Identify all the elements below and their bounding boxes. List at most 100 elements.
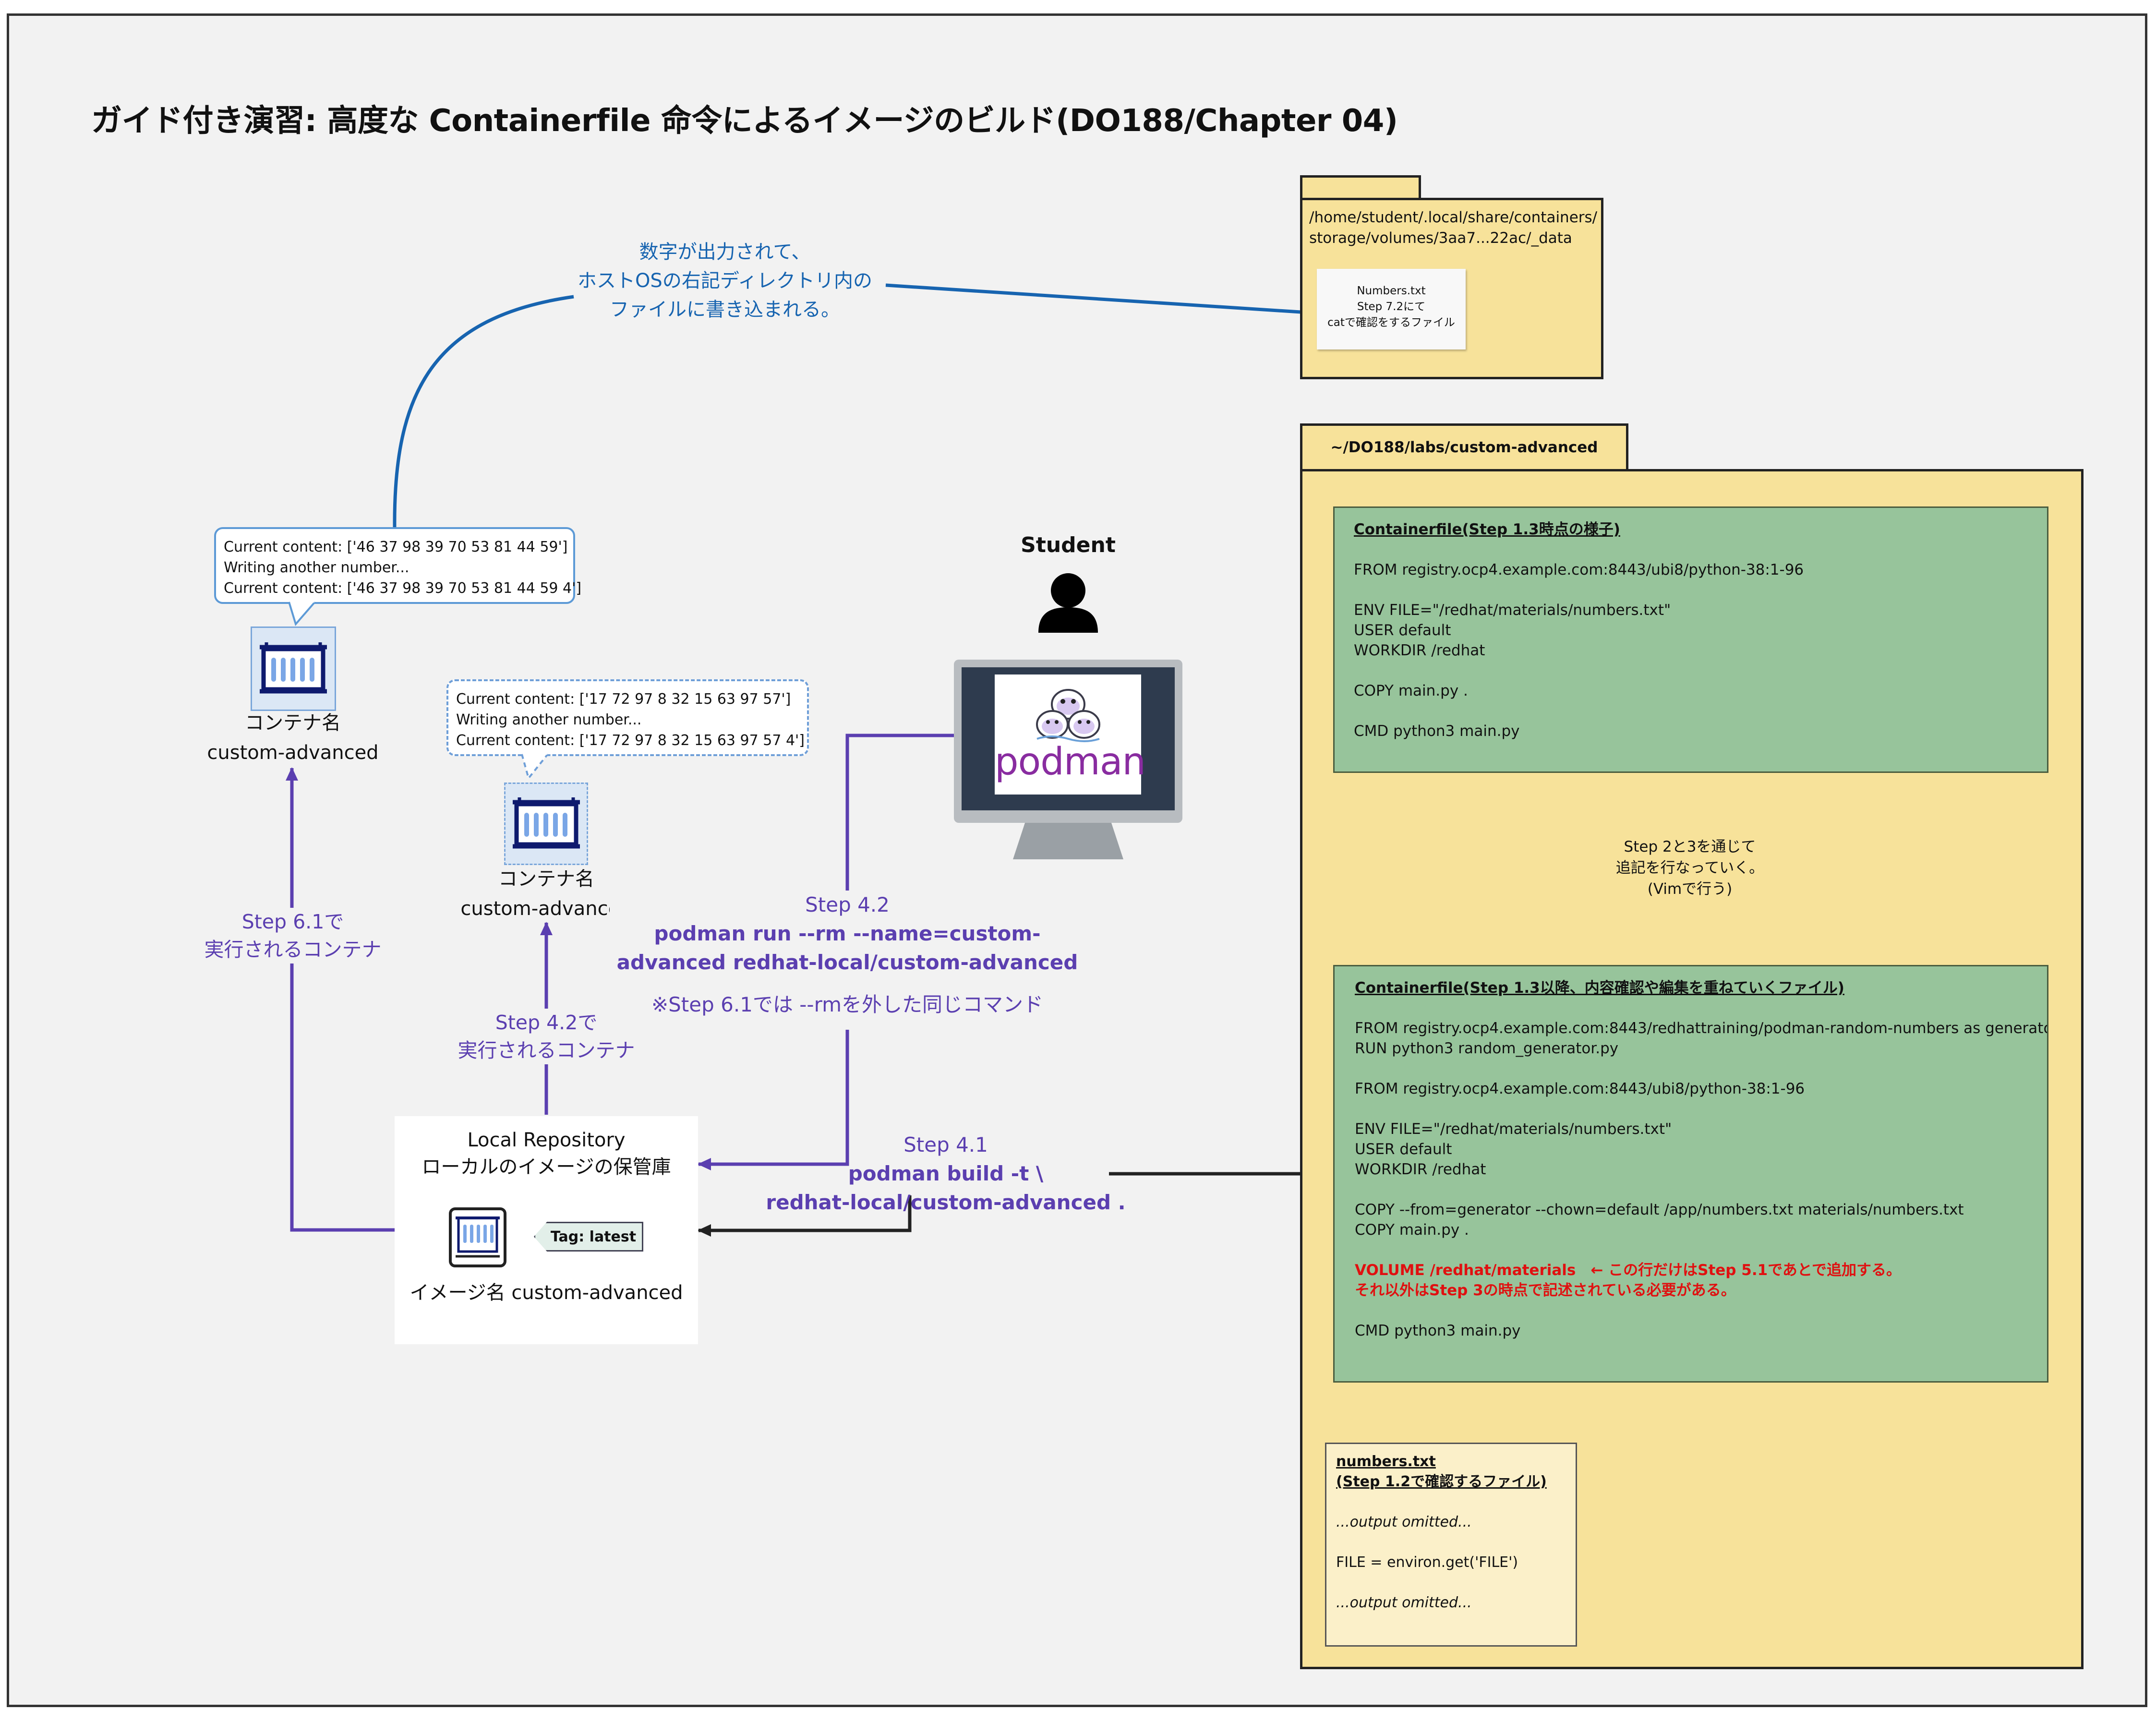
code-line	[1355, 1099, 2027, 1119]
step42-container-label-line: 実行されるコンテナ	[458, 1039, 635, 1062]
podman-seals-icon	[1036, 689, 1100, 742]
local-repo-title: Local Repository ローカルのイメージの保管庫	[395, 1127, 698, 1180]
container1-caption: コンテナ名 custom-advanced	[173, 708, 413, 768]
volume-write-note-line: 数字が出力されて、	[639, 241, 811, 263]
image-tag-label: Tag: latest	[550, 1228, 637, 1245]
output-line: Writing another number...	[224, 559, 410, 576]
caption-line: コンテナ名	[245, 712, 341, 734]
step42-step-label: Step 4.2	[805, 893, 890, 916]
numbers-file-note-line: catで確認をするファイル	[1327, 316, 1455, 329]
container-image-icon	[449, 1207, 506, 1267]
progress-note-line: (Vimで行う)	[1647, 880, 1733, 898]
output-line: Current content: ['46 37 98 39 70 53 81 …	[224, 580, 582, 597]
step61-arrow	[286, 767, 395, 1232]
caption-line: custom-advanced	[207, 742, 379, 764]
local-repo-title-line: Local Repository	[467, 1129, 626, 1151]
code-line: CMD python3 main.py	[1355, 1322, 1521, 1339]
progress-note-line: Step 2と3を通じて	[1624, 838, 1756, 855]
lab-folder-path: ~/DO188/labs/custom-advanced	[1330, 439, 1598, 456]
code-line	[1336, 1532, 1566, 1553]
container2-icon	[504, 783, 588, 865]
code-line: CMD python3 main.py	[1354, 723, 1520, 740]
containerfile-progress-note: Step 2と3を通じて 追記を行なっていく。 (Vimで行う)	[1565, 836, 1815, 900]
code-line: RUN python3 random_generator.py	[1355, 1040, 1619, 1057]
code-line: FROM registry.ocp4.example.com:8443/redh…	[1355, 1020, 2048, 1037]
step61-note: ※Step 6.1では --rmを外した同じコマンド	[651, 993, 1044, 1016]
code-line: FROM registry.ocp4.example.com:8443/ubi8…	[1354, 561, 1804, 578]
volume-write-arrow-head-segment	[885, 283, 1316, 319]
student-label: Student	[1021, 533, 1116, 557]
numbers-note-heading: numbers.txt	[1336, 1453, 1436, 1470]
output-line: Writing another number...	[456, 711, 642, 728]
step3-requirement-note: それ以外はStep 3の時点で記述されている必要がある。	[1355, 1282, 1736, 1299]
image-caption: イメージ名 custom-advanced	[410, 1282, 683, 1304]
containerfile-initial-heading: Containerfile(Step 1.3時点の様子)	[1354, 521, 1620, 538]
container1-output: Current content: ['46 37 98 39 70 53 81 …	[214, 527, 582, 604]
code-line: USER default	[1354, 622, 1451, 639]
volume-write-note: 数字が出力されて、 ホストOSの右記ディレクトリ内の ファイルに書き込まれる。	[557, 238, 893, 324]
code-line: COPY --from=generator --chown=default /a…	[1355, 1201, 1964, 1218]
code-line: USER default	[1355, 1141, 1452, 1158]
step41-command-line: redhat-local/custom-advanced .	[766, 1191, 1126, 1214]
containerfile-final-heading: Containerfile(Step 1.3以降、内容確認や編集を重ねていくファ…	[1355, 979, 1844, 997]
step42-command-line: advanced redhat-local/custom-advanced	[616, 951, 1078, 974]
code-line	[1355, 1059, 2027, 1079]
code-line: ...output omitted...	[1336, 1514, 1472, 1530]
step61-label-line: 実行されるコンテナ	[204, 938, 382, 961]
containerfile-final: Containerfile(Step 1.3以降、内容確認や編集を重ねていくファ…	[1333, 965, 2048, 1383]
step41-step-label: Step 4.1	[903, 1133, 988, 1156]
step61-label: Step 6.1で 実行されるコンテナ	[173, 908, 413, 963]
output-line: Current content: ['46 37 98 39 70 53 81 …	[224, 539, 568, 555]
output-line: Current content: ['17 72 97 8 32 15 63 9…	[456, 691, 791, 708]
volume-write-arrow	[393, 295, 574, 528]
output-line: Current content: ['17 72 97 8 32 15 63 9…	[456, 732, 805, 749]
volume-write-note-line: ファイルに書き込まれる。	[610, 299, 840, 321]
page-title: ガイド付き演習: 高度な Containerfile 命令によるイメージのビルド…	[91, 103, 1398, 139]
lab-folder-tab: ~/DO188/labs/custom-advanced	[1300, 423, 1628, 471]
volume-line-note: VOLUME /redhat/materials ← この行だけはStep 5.…	[1355, 1262, 1901, 1279]
container1-icon	[251, 626, 336, 711]
numbers-file-note-line: Step 7.2にて	[1357, 301, 1426, 313]
volume-folder-tab	[1300, 175, 1421, 200]
containerfile-initial: Containerfile(Step 1.3時点の様子) FROM regist…	[1333, 506, 2048, 773]
numbers-py-note: numbers.txt (Step 1.2で確認するファイル) ...outpu…	[1325, 1443, 1577, 1647]
container2-output: Current content: ['17 72 97 8 32 15 63 9…	[446, 679, 809, 756]
numbers-note-heading: (Step 1.2で確認するファイル)	[1336, 1473, 1547, 1490]
podman-wordmark: podman	[995, 740, 1146, 783]
code-line: ENV FILE="/redhat/materials/numbers.txt"	[1354, 602, 1671, 619]
code-line	[1354, 701, 2028, 721]
progress-note-line: 追記を行なっていく。	[1615, 859, 1764, 877]
step42-command: Step 4.2 podman run --rm --name=custom- …	[610, 891, 1085, 1019]
code-line: WORKDIR /redhat	[1355, 1161, 1486, 1178]
callout-pointer	[288, 601, 316, 626]
code-line	[1355, 1180, 2027, 1200]
step42-container-label-line: Step 4.2で	[495, 1011, 598, 1034]
step41-build-arrow	[699, 1172, 1335, 1230]
code-line: COPY main.py .	[1354, 682, 1468, 699]
volume-path-line: storage/volumes/3aa7...22ac/_data	[1309, 229, 1572, 247]
numbers-file-note: Numbers.txt Step 7.2にて catで確認をするファイル	[1317, 269, 1466, 349]
step42-command-line: podman run --rm --name=custom-	[654, 922, 1041, 945]
volume-path-line: /home/student/.local/share/containers/	[1309, 209, 1598, 226]
code-line: WORKDIR /redhat	[1354, 642, 1485, 659]
volume-folder-path: /home/student/.local/share/containers/ s…	[1309, 207, 1597, 249]
local-repo-title-line: ローカルのイメージの保管庫	[422, 1156, 671, 1178]
code-line: ...output omitted...	[1336, 1594, 1472, 1611]
step61-label-line: Step 6.1で	[241, 910, 344, 933]
volume-write-note-line: ホストOSの右記ディレクトリ内の	[577, 270, 873, 292]
code-line	[1336, 1573, 1566, 1593]
step41-command-line: podman build -t \	[848, 1162, 1044, 1185]
code-line: ENV FILE="/redhat/materials/numbers.txt"	[1355, 1120, 1672, 1138]
step41-command: Step 4.1 podman build -t \ redhat-local/…	[759, 1131, 1133, 1217]
volume-folder: /home/student/.local/share/containers/ s…	[1300, 198, 1603, 379]
student-person-icon	[1038, 573, 1098, 633]
callout-pointer	[521, 753, 549, 780]
code-line: FILE = environ.get('FILE')	[1336, 1554, 1518, 1571]
podman-logo: podman	[995, 674, 1146, 795]
local-repository: Local Repository ローカルのイメージの保管庫 Tag: late…	[395, 1116, 698, 1344]
caption-line: custom-advanced	[460, 898, 632, 920]
container-icon	[512, 797, 580, 849]
code-line	[1354, 661, 2028, 681]
container-icon	[260, 642, 327, 694]
container2-caption: コンテナ名 custom-advanced	[426, 864, 666, 924]
